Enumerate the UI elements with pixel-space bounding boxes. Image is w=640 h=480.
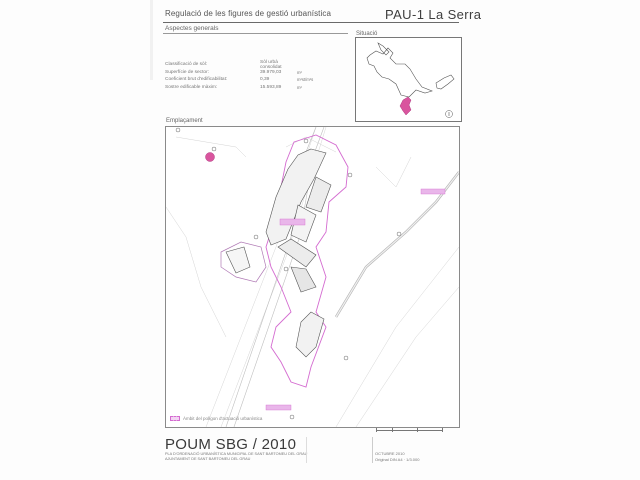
table-row: Coeficient brut d'edificabilitat: 0,39 m… <box>165 76 327 84</box>
footer-sheet-info: Original DIN A4 · 1/3.000 <box>375 457 420 462</box>
location-map <box>165 126 460 428</box>
section-heading: Aspectes generals <box>165 25 219 32</box>
properties-table: Classificació de sòl: Sòl urbà consolida… <box>165 59 327 92</box>
property-value: Sòl urbà consolidat <box>260 59 282 70</box>
situation-label: Situació <box>356 31 378 37</box>
property-value: 39.979,03 <box>260 69 282 75</box>
plan-code: PAU-1 La Serra <box>385 7 482 22</box>
footer-date: OCTUBRE 2010 <box>375 451 405 456</box>
property-unit: m²st/m²s <box>297 77 314 83</box>
property-unit: m² <box>297 84 302 90</box>
property-label: Sostre edificable màxim: <box>165 84 218 90</box>
map-legend: Àmbit del polígon d'actuació urbanística <box>170 416 262 421</box>
section-divider <box>163 33 348 34</box>
table-row: Classificació de sòl: Sòl urbà consolida… <box>165 59 327 70</box>
situation-map <box>355 37 462 122</box>
scale-tick <box>392 428 393 432</box>
table-row: Sostre edificable màxim: 15.593,89 m² <box>165 84 327 92</box>
scale-bar <box>376 430 442 431</box>
property-label: Superfície de sector: <box>165 69 209 75</box>
table-row: Superfície de sector: 39.979,03 m² <box>165 69 327 77</box>
scale-tick <box>376 428 377 432</box>
property-value: 0,39 <box>260 77 270 83</box>
boundary-swatch-icon <box>170 416 180 421</box>
footer-divider <box>306 437 307 463</box>
highlight-marker-icon <box>205 152 215 162</box>
footer-title: POUM SBG / 2010 <box>165 436 297 453</box>
property-label: Classificació de sòl: <box>165 62 208 68</box>
legend-text: Àmbit del polígon d'actuació urbanística <box>183 416 263 421</box>
property-label: Coeficient brut d'edificabilitat: <box>165 77 228 83</box>
property-unit: m² <box>297 69 302 75</box>
footer-municipality: AJUNTAMENT DE SANT BARTOMEU DEL GRAU <box>165 457 251 461</box>
document-title: Regulació de les figures de gestió urban… <box>165 9 332 18</box>
footer-divider <box>372 437 373 463</box>
location-label: Emplaçament <box>166 118 203 124</box>
scan-shadow <box>150 0 153 80</box>
header-divider <box>163 22 459 23</box>
footer-plan-name: PLA D'ORDENACIÓ URBANÍSTICA MUNICIPAL DE… <box>165 452 308 456</box>
property-value: 15.593,89 <box>260 84 282 90</box>
scale-tick <box>417 428 418 432</box>
scale-tick <box>442 428 443 432</box>
